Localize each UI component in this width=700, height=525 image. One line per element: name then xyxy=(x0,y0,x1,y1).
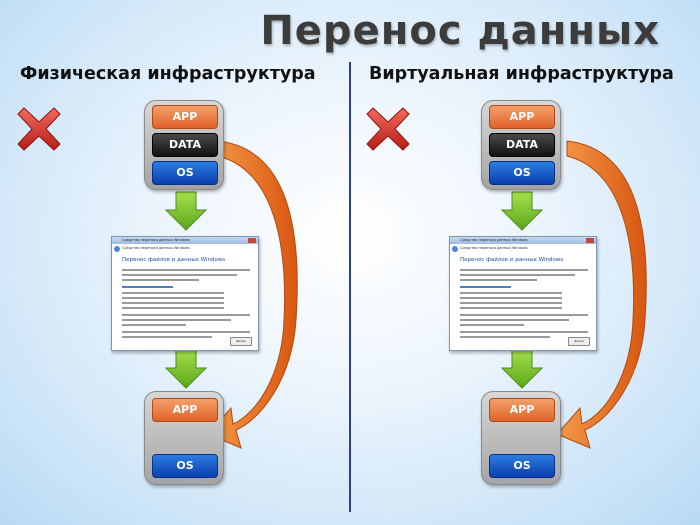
right-subtitle: Виртуальная инфраструктура xyxy=(369,64,674,84)
os-layer: OS xyxy=(152,161,218,185)
down-arrow-icon xyxy=(500,191,544,231)
transfer-wizard-window: Средство переноса данных Windows Средств… xyxy=(449,236,597,351)
window-heading: Перенос файлов и данных Windows xyxy=(122,257,226,263)
next-button: Далее xyxy=(230,337,252,346)
window-titlebar: Средство переноса данных Windows xyxy=(112,237,258,244)
app-layer: APP xyxy=(152,398,218,422)
x-mark-icon xyxy=(17,107,61,151)
window-body-text xyxy=(122,269,250,341)
transfer-wizard-window: Средство переноса данных Windows Средств… xyxy=(111,236,259,351)
data-layer: DATA xyxy=(489,133,555,157)
close-icon xyxy=(248,238,256,243)
os-layer: OS xyxy=(489,454,555,478)
data-layer: DATA xyxy=(152,133,218,157)
down-arrow-icon xyxy=(164,348,208,389)
app-layer: APP xyxy=(152,105,218,129)
window-nav-title: Средство переноса данных Windows xyxy=(122,246,190,250)
down-arrow-icon xyxy=(164,191,208,231)
window-nav-title: Средство переноса данных Windows xyxy=(460,246,528,250)
left-subtitle: Физическая инфраструктура xyxy=(20,64,316,84)
app-layer: APP xyxy=(489,105,555,129)
app-layer: APP xyxy=(489,398,555,422)
x-mark-icon xyxy=(366,107,410,151)
window-heading: Перенос файлов и данных Windows xyxy=(460,257,564,263)
target-vm-stack: APP OS xyxy=(481,391,561,485)
source-vm-stack: APP DATA OS xyxy=(481,100,561,190)
window-titlebar: Средство переноса данных Windows xyxy=(450,237,596,244)
os-layer: OS xyxy=(489,161,555,185)
back-icon xyxy=(114,246,120,252)
page-title: Перенос данных xyxy=(260,8,660,54)
source-server-stack: APP DATA OS xyxy=(144,100,224,190)
window-body-text xyxy=(460,269,588,341)
back-icon xyxy=(452,246,458,252)
close-icon xyxy=(586,238,594,243)
column-divider xyxy=(349,62,351,512)
down-arrow-icon xyxy=(500,348,544,389)
os-layer: OS xyxy=(152,454,218,478)
target-server-stack: APP OS xyxy=(144,391,224,485)
next-button: Далее xyxy=(568,337,590,346)
